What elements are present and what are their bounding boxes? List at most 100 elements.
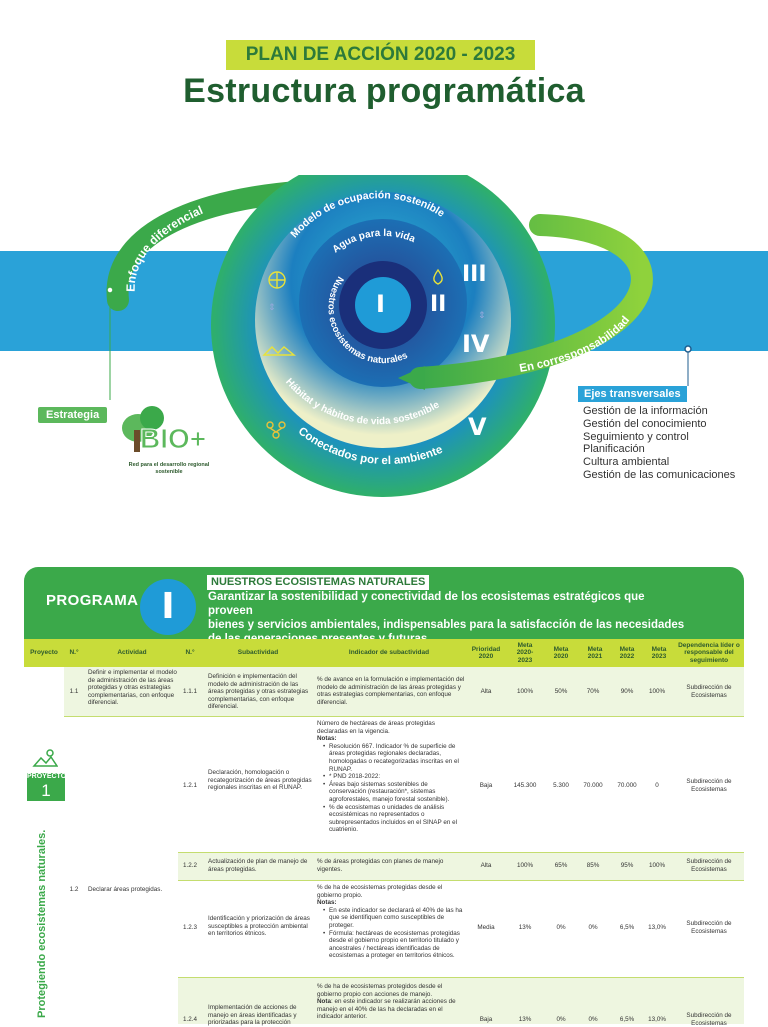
bio-caption: Red para el desarrollo regional sostenib… [128, 462, 210, 475]
dependency: Subdirección de Ecosistemas [686, 778, 732, 793]
th-meta-2022: Meta 2022 [619, 645, 635, 660]
th-meta-2023: Meta 2023 [651, 645, 667, 660]
note-item: Áreas bajo sistemas sostenibles de conse… [323, 781, 465, 804]
programa-desc-line: bienes y servicios ambientales, indispen… [208, 619, 685, 631]
indicator-block: % de ha de ecosistemas protegidas desde … [317, 884, 465, 960]
meta-2020: 0% [556, 924, 566, 931]
th-prioridad: Prioridad 2020 [471, 645, 501, 660]
landscape-icon [262, 346, 296, 356]
priority: Baja [479, 782, 493, 789]
activity-text: Declarar áreas protegidas. [88, 886, 163, 893]
program-1-roman: I [376, 290, 385, 318]
notes-label: Nota [317, 998, 331, 1006]
th-n2: N.° [185, 649, 195, 657]
note-item-text: * PND 2018-2022: [329, 773, 381, 781]
ejes-item: Gestión de las comunicaciones [583, 468, 736, 481]
indicator-text: Número de hectáreas de áreas protegidas … [317, 720, 435, 735]
subactivity-text: Definición e implementación del modelo d… [208, 673, 309, 711]
notes-label: Notas: [317, 899, 337, 907]
row-divider [178, 977, 744, 978]
programa-number: I [140, 579, 196, 635]
strategy-label: Estrategia [38, 407, 108, 423]
th-n1: N.° [69, 649, 79, 657]
ecosystem-icon [32, 749, 58, 767]
corresponsabilidad-arc [409, 214, 653, 389]
indicator-text: % de ha de ecosistemas protegidos desde … [317, 983, 443, 998]
page-title: Estructura programática [183, 72, 585, 110]
meta-2022: 6,5% [619, 1016, 635, 1023]
row-bg [178, 852, 744, 880]
activity-number: 1.2 [69, 886, 79, 893]
th-subactividad: Subactividad [237, 649, 279, 657]
project-badge-number: 1 [41, 781, 51, 800]
subactivity-text: Actualización de plan de manejo de áreas… [208, 858, 308, 873]
program-3-roman: III [462, 262, 487, 287]
project-badge [27, 773, 65, 801]
meta-2023: 100% [648, 862, 666, 869]
meta-2020: 50% [554, 688, 568, 695]
ejes-item: Gestión de la información [583, 405, 708, 417]
meta-2021: 70.000 [583, 782, 603, 789]
plan-title-band: PLAN DE ACCIÓN 2020 - 2023 [226, 40, 535, 70]
indicator-block: % de ha de ecosistemas protegidos desde … [317, 983, 465, 1021]
dependency: Subdirección de Ecosistemas [686, 920, 732, 935]
indicator-text: % de áreas protegidas con planes de mane… [317, 858, 444, 873]
note-line: Nota: en este indicador se realizarán ac… [317, 998, 465, 1021]
dependency: Subdirección de Ecosistemas [686, 1012, 732, 1027]
note-item: % de ecosistemas o unidades de análisis … [323, 804, 465, 834]
meta-total: 145.300 [513, 782, 537, 789]
note-item: Resolución 667. Indicador % de superfici… [323, 743, 465, 773]
meta-2022: 90% [620, 688, 634, 695]
bio-logo-text: BIO+ [140, 423, 206, 454]
indicator-text: % de ha de ecosistemas protegidas desde … [317, 884, 443, 899]
meta-2021: 0% [588, 1016, 598, 1023]
programa-name: NUESTROS ECOSISTEMAS NATURALES [207, 575, 430, 590]
row-divider [64, 716, 744, 717]
priority: Baja [479, 1016, 493, 1023]
indicator-text: % de avance en la formulación e implemen… [317, 676, 465, 706]
meta-total: 100% [516, 688, 534, 695]
priority: Alta [480, 688, 492, 695]
ejes-item: Gestión del conocimiento [583, 417, 707, 430]
programa-description: Garantizar la sostenibilidad y conectivi… [208, 590, 688, 646]
meta-2023: 13,0% [648, 1016, 666, 1023]
indicator-block: Número de hectáreas de áreas protegidas … [317, 720, 465, 834]
row-divider [178, 880, 744, 881]
notes-list: Resolución 667. Indicador % de superfici… [317, 743, 465, 834]
people-network-icon [266, 421, 286, 439]
programa-word: PROGRAMA [46, 592, 139, 609]
notes-list: En este indicador se declarará el 40% de… [317, 907, 465, 960]
priority: Media [477, 924, 495, 931]
notes-label: Notas: [317, 735, 337, 743]
note-item: Fórmula: hectáreas de ecosistemas proteg… [323, 930, 465, 960]
program-5-roman: V [468, 413, 487, 441]
note-text: : en este indicador se realizarán accion… [317, 998, 456, 1021]
subactivity-number: 1.1.1 [182, 688, 197, 695]
meta-2020: 5.300 [553, 782, 569, 789]
th-indicador: Indicador de subactividad [348, 649, 430, 657]
note-item: * PND 2018-2022: [323, 773, 465, 781]
subactivity-text: Declaración, homologación o recategoriza… [208, 769, 312, 792]
meta-2023: 0 [655, 782, 659, 789]
row-bg [64, 667, 744, 716]
ejes-item: Seguimiento y control [583, 430, 689, 443]
svg-text:⇕: ⇕ [478, 311, 486, 321]
th-meta-2021: Meta 2021 [587, 645, 603, 660]
th-meta-2020: Meta 2020 [553, 645, 569, 660]
globe-icon [268, 271, 286, 289]
ejes-title: Ejes transversales [578, 386, 687, 402]
table-header: Proyecto N.° Actividad N.° Subactividad … [24, 639, 744, 667]
activity-number: 1.1 [69, 688, 79, 695]
ejes-item: Cultura ambiental [583, 456, 670, 469]
subactivity-number: 1.2.3 [182, 924, 197, 931]
subactivity-number: 1.2.4 [182, 1016, 197, 1023]
subactivity-number: 1.2.1 [182, 782, 197, 789]
meta-2022: 70.000 [617, 782, 637, 789]
ejes-list: Gestión de la información Gestión del co… [583, 405, 735, 482]
plan-title: PLAN DE ACCIÓN 2020 - 2023 [245, 44, 516, 65]
meta-2022: 6,5% [619, 924, 635, 931]
th-proyecto: Proyecto [30, 649, 58, 657]
meta-2020: 0% [556, 1016, 566, 1023]
dependency: Subdirección de Ecosistemas [686, 858, 732, 873]
activity-text: Definir e implementar el modelo de admin… [88, 669, 177, 707]
